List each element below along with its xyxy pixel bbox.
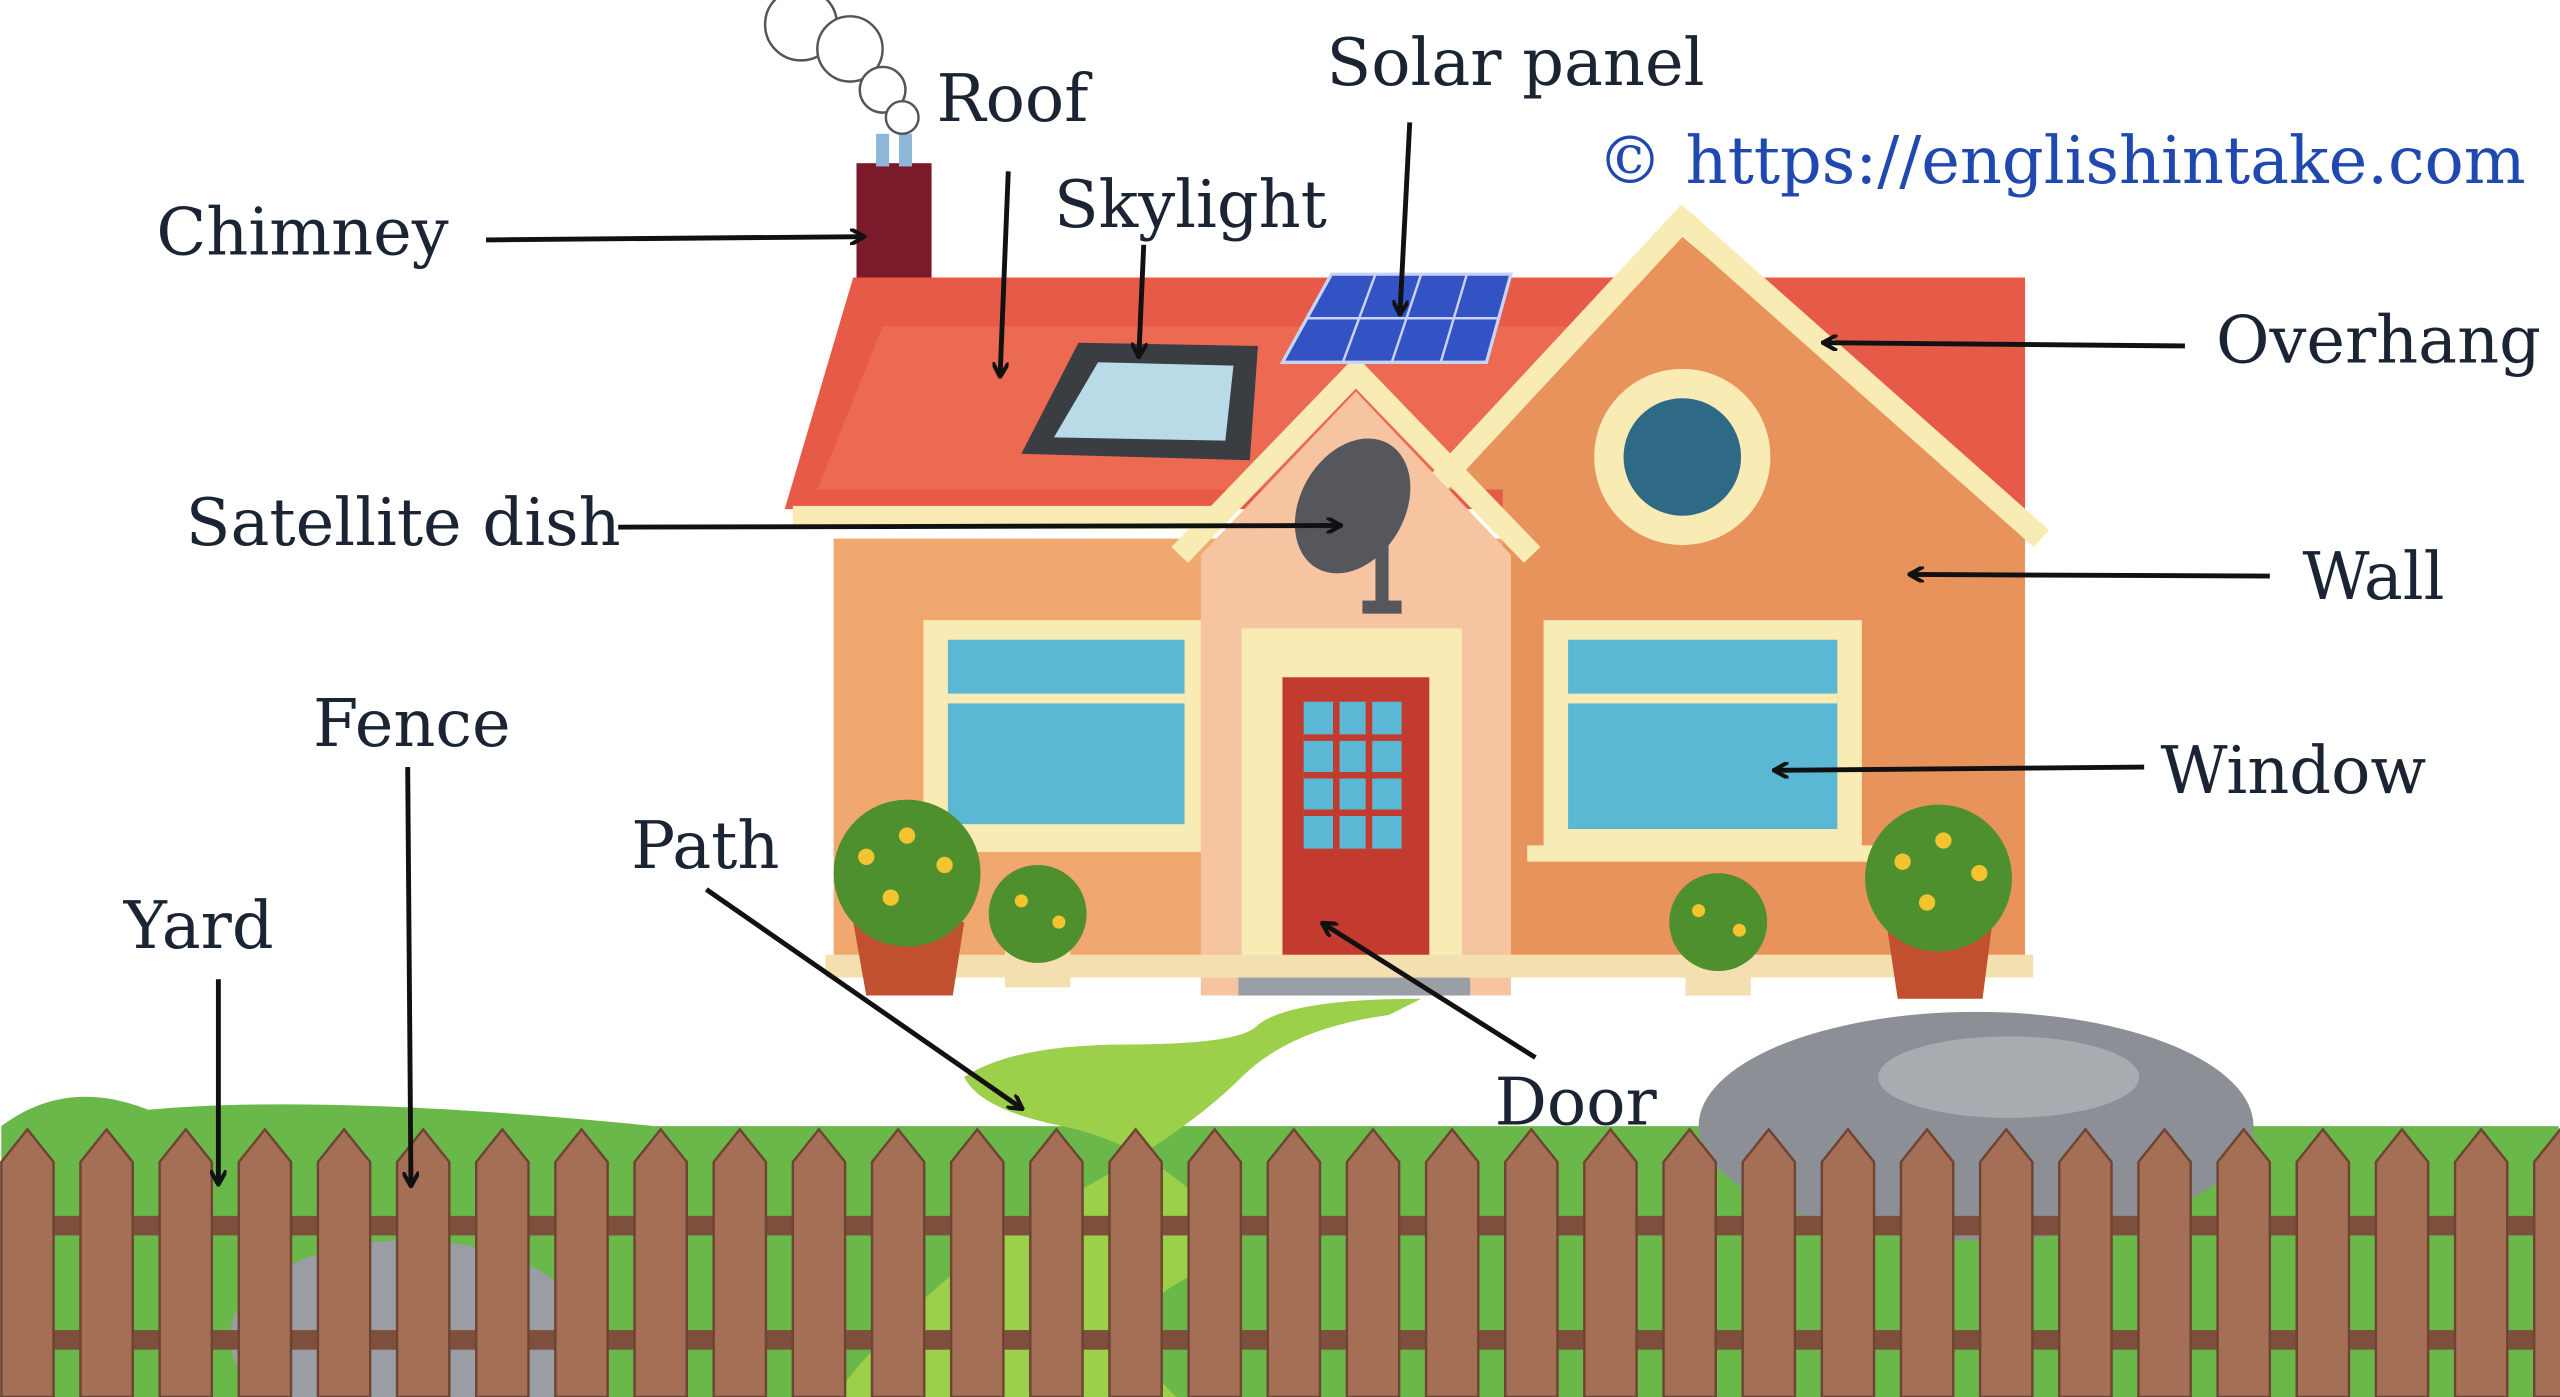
arrows (218, 122, 2270, 1185)
fence-picket (1108, 1127, 1163, 1397)
fence-picket (2295, 1127, 2351, 1397)
roof-arrow (1000, 171, 1011, 375)
smoke (763, 0, 920, 136)
label-wall: Wall (2302, 539, 2444, 615)
label-door: Door (1495, 1064, 1658, 1140)
overhang-arrow (1824, 343, 2185, 346)
chimney-arrow (486, 237, 863, 240)
fence-picket (633, 1127, 688, 1397)
fence-picket (2216, 1127, 2272, 1397)
copyright-symbol: © (1597, 123, 1662, 199)
fence-picket (870, 1127, 926, 1397)
fence-picket (316, 1127, 372, 1397)
solar-panel-arrow (1400, 122, 1413, 313)
fence-picket (1662, 1127, 1717, 1397)
label-yard: Yard (123, 888, 274, 964)
fence-picket (1583, 1127, 1638, 1397)
fence-picket (158, 1127, 214, 1397)
path-arrow (704, 887, 1021, 1108)
fence-picket (554, 1127, 609, 1397)
window-arrow (1775, 767, 2145, 770)
label-path: Path (631, 808, 779, 884)
fence-picket (1820, 1127, 1876, 1397)
door-arrow (1323, 924, 1537, 1060)
fence-picket (2137, 1127, 2192, 1397)
house (763, 0, 2049, 999)
fence-picket (1741, 1127, 1797, 1397)
wall-arrow (1911, 574, 2270, 576)
fence-picket (475, 1127, 530, 1397)
fence-picket (1424, 1127, 1480, 1397)
satellite-dish (1294, 438, 1411, 614)
fence-picket (1345, 1127, 1401, 1397)
fence-picket (2532, 1127, 2560, 1397)
window-right (1543, 620, 1862, 857)
fence-picket (949, 1127, 1005, 1397)
label-window: Window (2160, 733, 2426, 809)
overhang (1416, 204, 2049, 548)
fence-picket (2374, 1127, 2430, 1397)
fence-picket (1187, 1127, 1243, 1397)
window-left (923, 620, 1201, 852)
fence-picket (0, 1127, 55, 1397)
fence-picket (712, 1127, 768, 1397)
skylight-arrow (1139, 244, 1144, 356)
fence-arrow (408, 767, 411, 1185)
fence-picket (1266, 1127, 1322, 1397)
satellite-dish-arrow (618, 526, 1339, 528)
label-roof: Roof (936, 61, 1093, 137)
label-overhang: Overhang (2216, 302, 2541, 378)
fence-picket (1899, 1127, 1955, 1397)
fence-picket (2058, 1127, 2113, 1397)
label-satellite-dish: Satellite dish (186, 485, 621, 561)
fence-picket (1503, 1127, 1559, 1397)
label-solar-panel: Solar panel (1327, 25, 1705, 101)
fence-picket (1029, 1127, 1084, 1397)
watermark-url[interactable]: https://englishintake.com (1686, 123, 2526, 199)
fence-picket (2453, 1127, 2509, 1397)
label-chimney: Chimney (156, 195, 448, 271)
fence-picket (395, 1127, 451, 1397)
fence-picket (791, 1127, 847, 1397)
fence-picket (79, 1127, 134, 1397)
plants (833, 799, 2012, 999)
fence-picket (1978, 1127, 2034, 1397)
fence-picket (237, 1127, 293, 1397)
fence (0, 1127, 2560, 1397)
label-skylight: Skylight (1054, 167, 1327, 243)
label-fence: Fence (313, 686, 511, 762)
